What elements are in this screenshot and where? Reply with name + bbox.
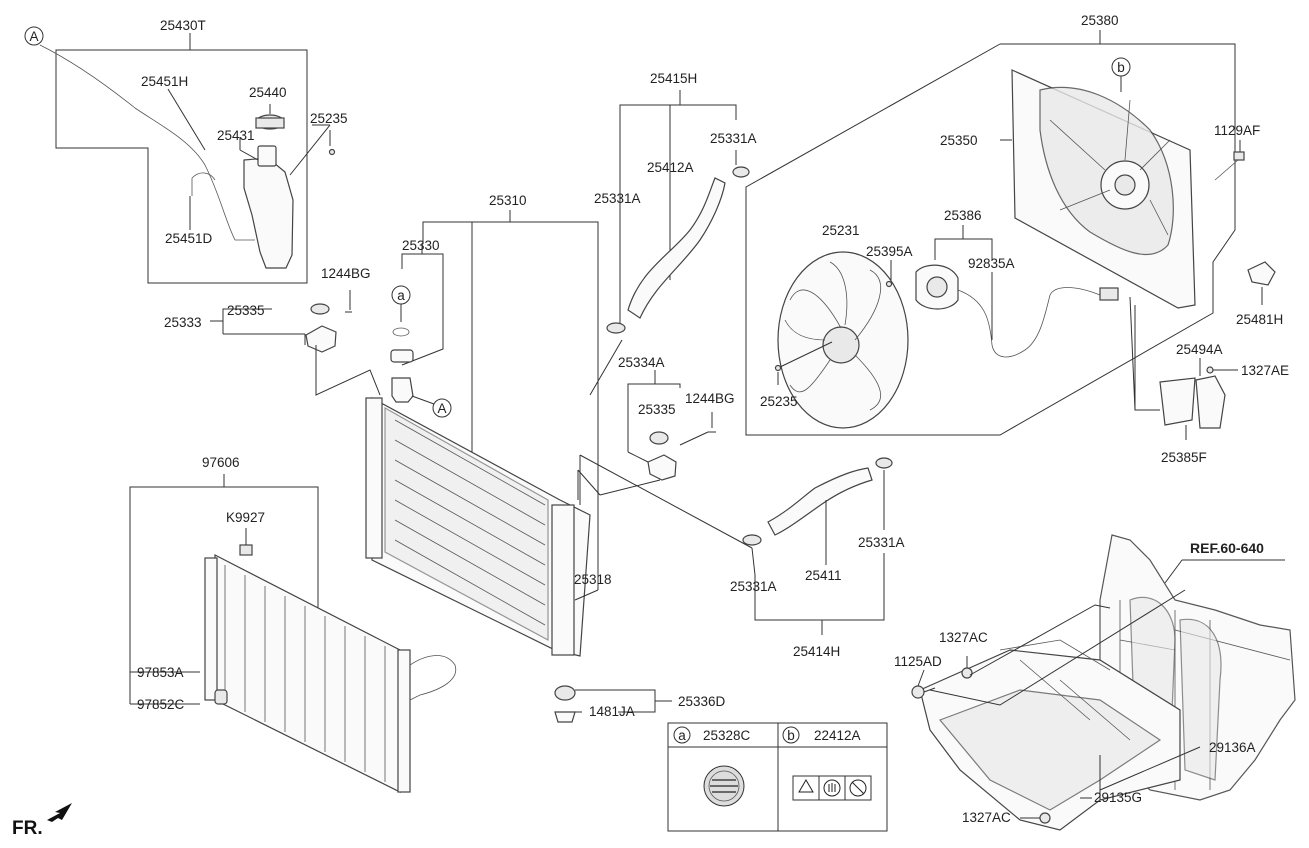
label-25385F: 25385F (1161, 450, 1207, 465)
label-25451H: 25451H (141, 74, 188, 89)
label-25414H: 25414H (793, 644, 840, 659)
label-1244BG-mid: 1244BG (685, 391, 735, 406)
label-97853A: 97853A (137, 665, 184, 680)
label-25235-reservoir: 25235 (310, 111, 348, 126)
legend-part-a: 25328C (703, 728, 751, 743)
warning-label-round-icon (703, 765, 745, 807)
bracket-25334A-group (599, 370, 716, 496)
label-25235-fan: 25235 (760, 394, 798, 409)
label-25231: 25231 (822, 223, 860, 238)
label-1244BG-left: 1244BG (321, 266, 371, 281)
callout-A-radiator: A (411, 395, 452, 418)
label-25310: 25310 (489, 193, 527, 208)
label-25334A: 25334A (618, 355, 665, 370)
fan-shroud-group: b (745, 30, 1276, 436)
label-25335-left: 25335 (227, 303, 265, 318)
condenser-fins (224, 565, 386, 782)
legend-key-b: b (787, 728, 795, 743)
label-29135G: 29135G (1094, 790, 1142, 805)
label-25494A: 25494A (1176, 342, 1223, 357)
label-25412A: 25412A (647, 160, 694, 175)
label-25331A-upper-right: 25331A (710, 131, 757, 146)
front-end-carrier-group (911, 534, 1296, 831)
callout-A-top: A (24, 26, 44, 46)
label-25330: 25330 (402, 238, 440, 253)
callout-a-oring-letter: a (397, 288, 405, 303)
label-1327AC-bottom: 1327AC (962, 810, 1011, 825)
oring-25330-group: a (390, 243, 444, 403)
legend-table: a 25328C b 22412A (667, 722, 888, 832)
label-25395A: 25395A (866, 244, 913, 259)
drain-plug-group (554, 685, 672, 723)
label-25331A-upper-left: 25331A (594, 191, 641, 206)
callout-A-radiator-letter: A (437, 401, 446, 416)
front-arrow-icon (47, 803, 72, 822)
front-direction-marker: FR. (12, 803, 72, 839)
label-25415H: 25415H (650, 71, 697, 86)
label-25431: 25431 (217, 128, 255, 143)
label-1481JA: 1481JA (589, 704, 635, 719)
part-number-labels: 25430T 25451H 25440 25431 25235 25451D 1… (137, 13, 1289, 825)
callout-b-letter: b (1117, 60, 1125, 75)
label-97606: 97606 (202, 455, 240, 470)
label-1327AE: 1327AE (1241, 363, 1289, 378)
bracket-25333-group (210, 290, 381, 396)
label-25331A-lower-left: 25331A (730, 579, 777, 594)
radiator-group (365, 210, 601, 657)
reference-text: REF.60-640 (1190, 540, 1264, 556)
label-92835A: 92835A (968, 256, 1015, 271)
label-1125AD: 1125AD (894, 654, 942, 669)
fan-blades (784, 261, 881, 411)
label-25440: 25440 (249, 85, 287, 100)
fan-warning-label-icon (792, 775, 872, 801)
label-29136A: 29136A (1209, 740, 1256, 755)
legend-key-a: a (678, 728, 686, 743)
label-1327AC-top: 1327AC (939, 630, 988, 645)
callout-A-top-letter: A (29, 29, 38, 44)
label-25333: 25333 (164, 315, 202, 330)
label-25331A-lower-right: 25331A (858, 535, 905, 550)
label-25451D: 25451D (165, 231, 213, 246)
label-25335-mid: 25335 (638, 402, 676, 417)
label-1129AF: 1129AF (1214, 123, 1260, 138)
label-25336D: 25336D (678, 694, 726, 709)
label-25430T: 25430T (160, 18, 206, 33)
front-marker-text: FR. (12, 818, 43, 839)
resistor-group (1159, 358, 1238, 440)
reservoir-group (39, 33, 336, 284)
label-K9927: K9927 (226, 510, 265, 525)
label-25350: 25350 (940, 133, 978, 148)
label-97852C: 97852C (137, 697, 185, 712)
label-25318: 25318 (574, 572, 612, 587)
legend-part-b: 22412A (814, 728, 861, 743)
label-25386: 25386 (944, 208, 982, 223)
radiator-fins (394, 419, 546, 626)
label-25380: 25380 (1081, 13, 1119, 28)
label-25411: 25411 (805, 568, 842, 583)
lower-hose-group (579, 454, 893, 635)
upper-hose-group (589, 90, 750, 396)
condenser-group (129, 474, 457, 793)
label-25481H: 25481H (1236, 312, 1283, 327)
